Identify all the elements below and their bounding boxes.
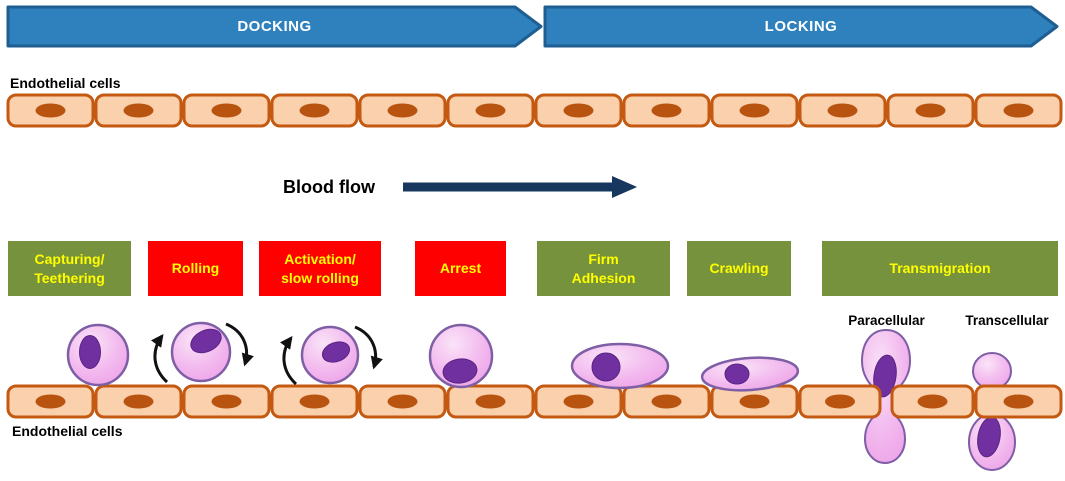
capturing-leukocyte — [66, 323, 130, 387]
endothelium-bottom-row — [6, 384, 1063, 419]
endothelial-cell-nucleus — [211, 103, 242, 118]
endothelial-cell-nucleus — [35, 103, 66, 118]
endothelial-cell-nucleus — [1003, 394, 1034, 409]
rolling-rotation-arrows — [150, 322, 254, 384]
endothelial-cell-nucleus — [1003, 103, 1034, 118]
endothelial-cell-nucleus — [825, 394, 855, 409]
endothelial-cell-nucleus — [35, 394, 66, 409]
endothelial-cell-nucleus — [563, 103, 594, 118]
stage-label-crawling: Crawling — [687, 241, 791, 296]
endothelial-cell-nucleus — [387, 394, 418, 409]
endothelial-cell-nucleus — [211, 394, 242, 409]
blood-flow-arrow — [403, 176, 637, 198]
paracellular-cell — [860, 328, 912, 465]
blood-flow-label: Blood flow — [283, 176, 375, 197]
firm-adhesion-leukocyte — [570, 342, 670, 390]
stage-label-transmigration: Transmigration — [822, 241, 1058, 296]
endothelial-cell-nucleus — [651, 103, 682, 118]
endothelial-cells-label-top: Endothelial cells — [10, 75, 121, 91]
endothelial-cell-nucleus — [123, 103, 154, 118]
stage-label-rolling: Rolling — [148, 241, 243, 296]
endothelial-cell-nucleus — [651, 394, 682, 409]
endothelial-cells-label-bottom: Endothelial cells — [12, 423, 123, 439]
endothelial-cell-nucleus — [739, 394, 770, 409]
endothelial-cell-nucleus — [299, 103, 330, 118]
arrest-leukocyte — [428, 323, 494, 389]
stage-label-capturing-teethering: Capturing/ Teethering — [8, 241, 131, 296]
endothelial-cell-nucleus — [387, 103, 418, 118]
phase-label-locking: LOCKING — [764, 18, 838, 35]
endothelial-cell-nucleus — [475, 394, 506, 409]
crawling-leukocyte — [700, 356, 800, 392]
stage-label-firm-adhesion: Firm Adhesion — [537, 241, 670, 296]
phase-label-docking: DOCKING — [237, 18, 312, 35]
endothelial-cell-nucleus — [563, 394, 594, 409]
endothelial-cell-nucleus — [739, 103, 770, 118]
paracellular-route-label: Paracellular — [848, 313, 925, 328]
rolling-leukocyte — [170, 321, 232, 383]
endothelial-cell-nucleus — [299, 394, 330, 409]
endothelial-cell-nucleus — [827, 103, 858, 118]
stage-label-arrest: Arrest — [415, 241, 506, 296]
docking-arrow-banner — [6, 5, 543, 48]
endothelial-cell-nucleus — [917, 394, 948, 409]
activation-rotation-arrows — [279, 325, 383, 386]
activation-leukocyte — [300, 325, 360, 385]
transcellular-route-label: Transcellular — [965, 313, 1049, 328]
endothelial-cell-nucleus — [123, 394, 154, 409]
stage-label-activation-slow-rolling: Activation/ slow rolling — [259, 241, 381, 296]
locking-arrow-banner — [543, 5, 1059, 48]
endothelial-cell-nucleus — [915, 103, 946, 118]
endothelium-top-row — [6, 93, 1063, 128]
endothelial-cell-nucleus — [475, 103, 506, 118]
